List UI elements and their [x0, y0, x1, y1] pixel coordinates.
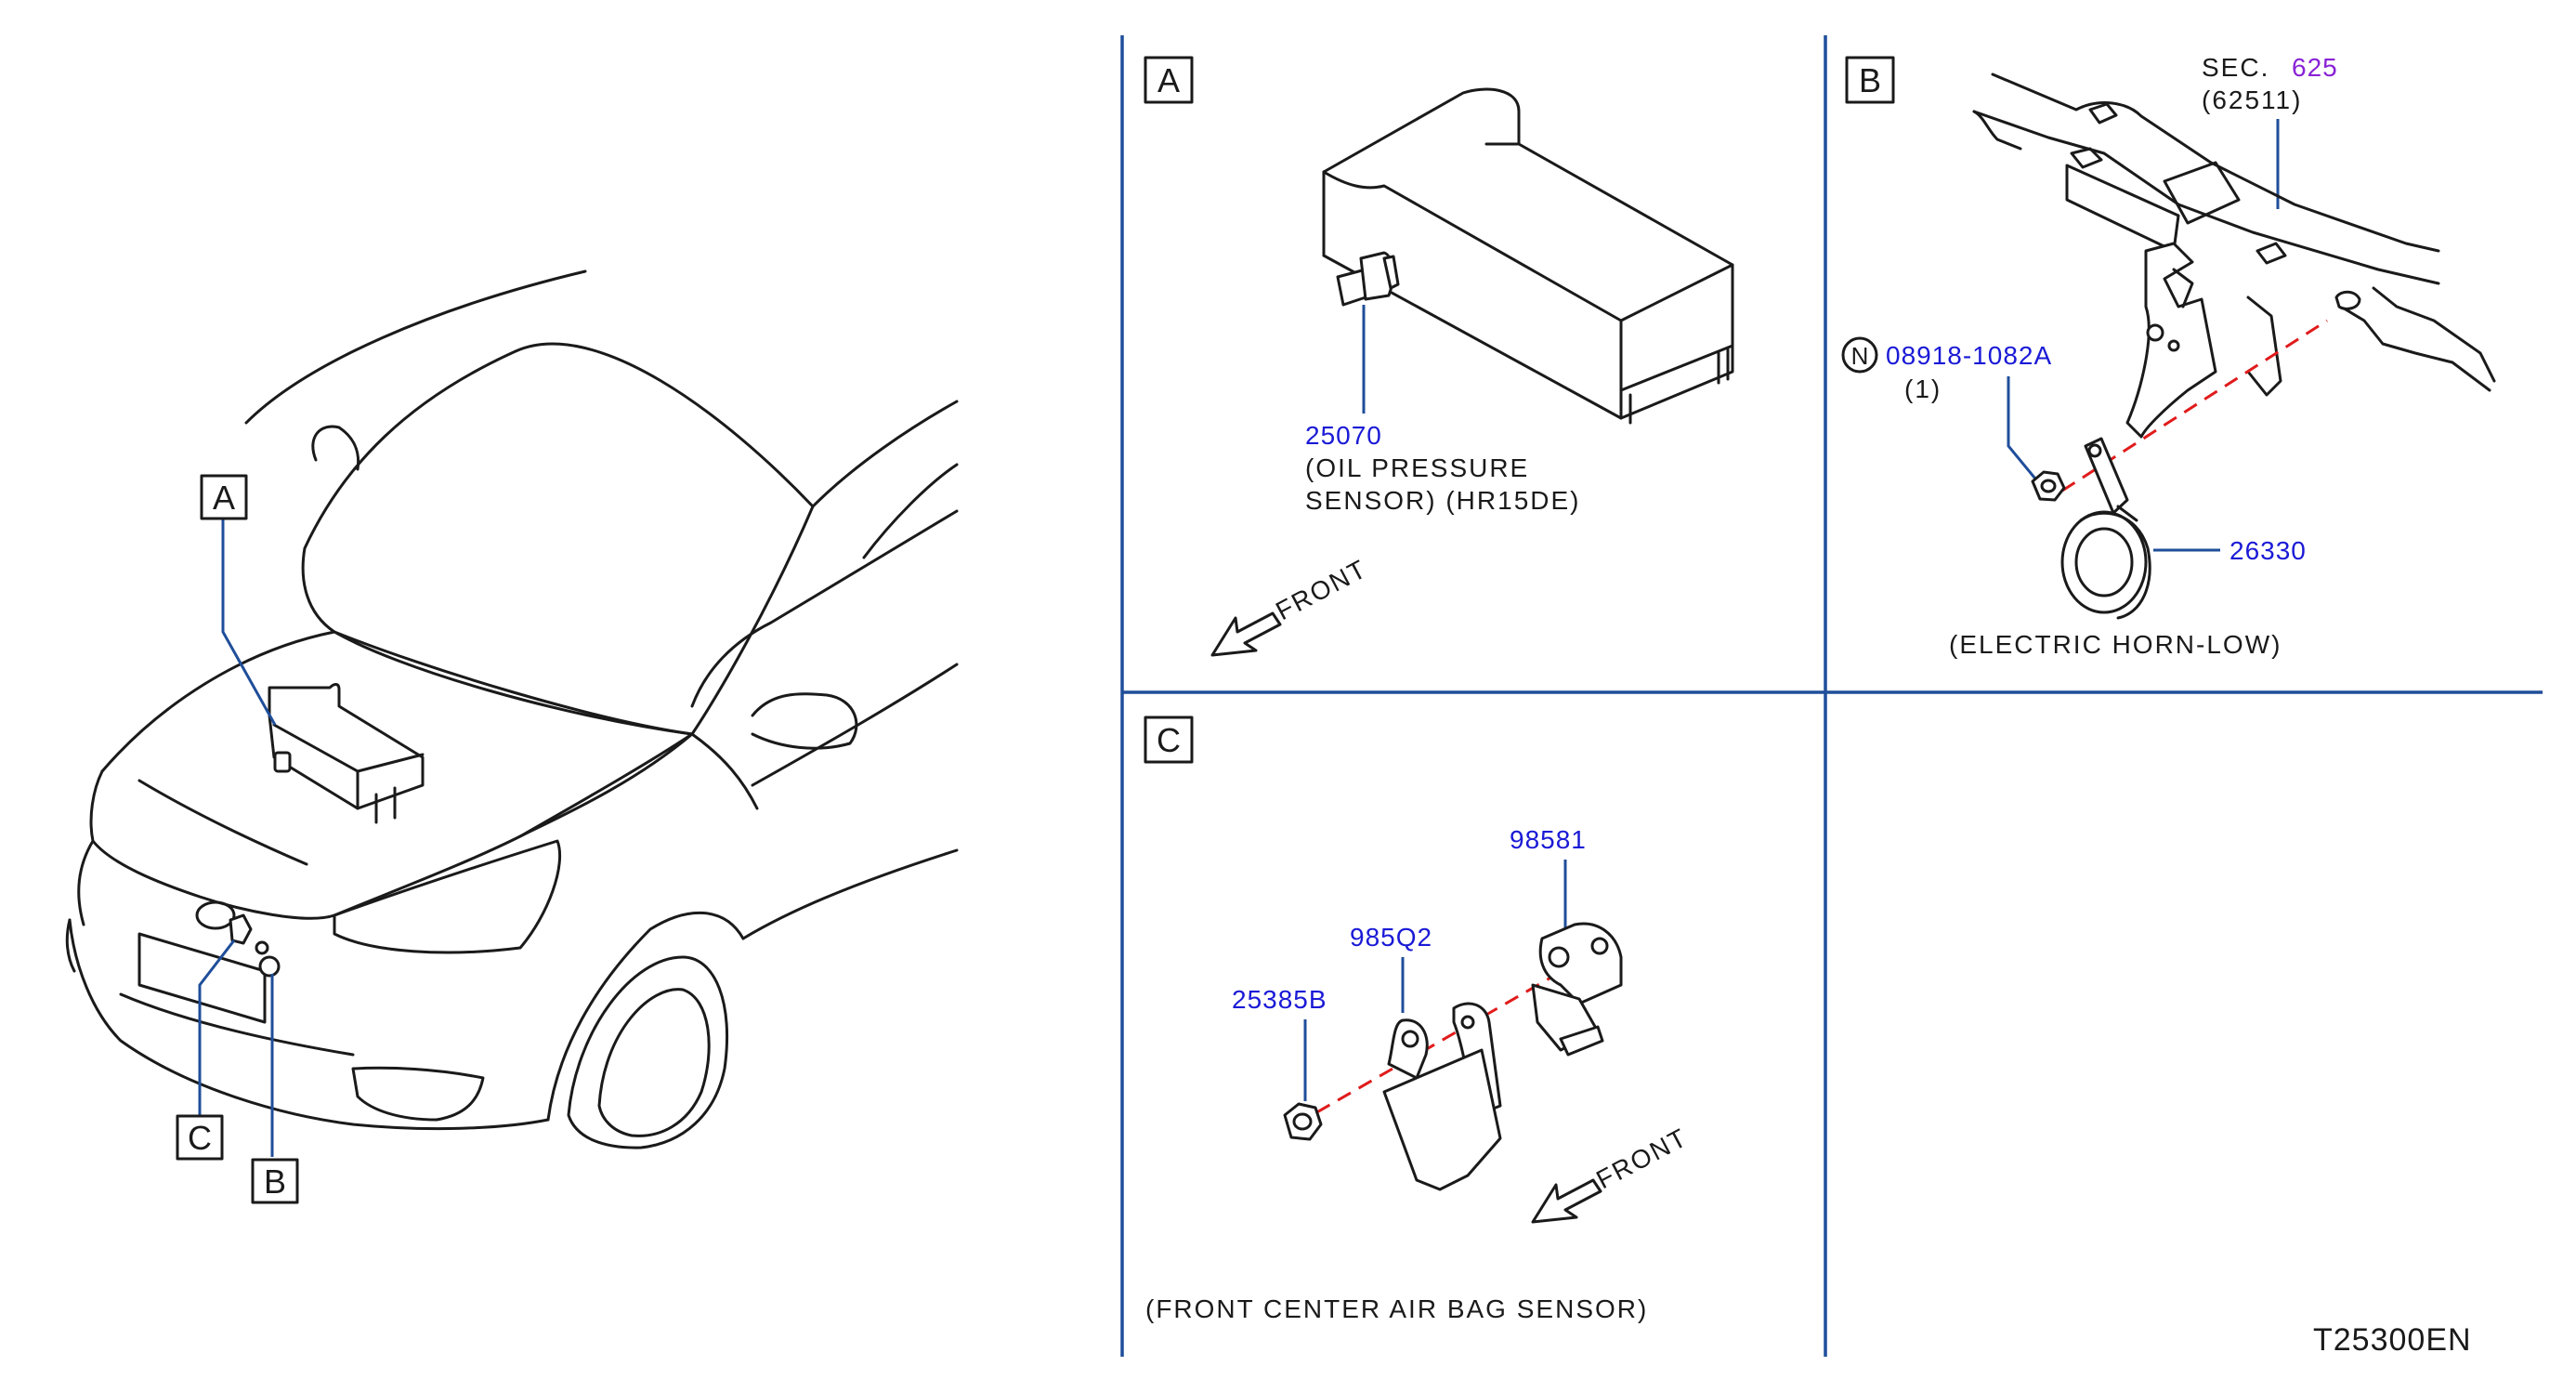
hex-nut-b	[2031, 470, 2066, 502]
electric-horn-caption: (ELECTRIC HORN-LOW)	[1949, 630, 2282, 659]
panel-b-label: B	[1859, 61, 1881, 99]
part-number-98581: 98581	[1510, 825, 1587, 854]
callout-box-b: B	[251, 1158, 299, 1204]
hex-nut-c	[1283, 1102, 1323, 1141]
oil-pressure-sensor-desc-2: SENSOR) (HR15DE)	[1305, 486, 1580, 515]
n-badge-icon: N	[1841, 336, 1878, 374]
front-label-c: FRONT	[1591, 1123, 1693, 1194]
panel-c-label: C	[1157, 721, 1181, 759]
callout-label-a: A	[213, 479, 235, 517]
panel-b: B SEC. 625 (62511)	[1841, 53, 2496, 659]
sensor-bracket-illustration	[1382, 1002, 1502, 1191]
front-label-a: FRONT	[1271, 554, 1372, 625]
car-overview-illustration	[65, 269, 959, 1149]
air-bag-sensor-illustration	[1531, 922, 1623, 1057]
section-number: 625	[2292, 53, 2338, 82]
part-number-25385B: 25385B	[1232, 985, 1327, 1014]
callout-box-c: C	[176, 1114, 224, 1161]
panel-a-label: A	[1157, 61, 1180, 99]
oil-pressure-sensor	[1336, 251, 1400, 307]
front-arrow-icon-c	[1531, 1178, 1602, 1224]
section-label: SEC.	[2202, 53, 2269, 82]
callout-box-a: A	[200, 474, 248, 520]
air-bag-sensor-caption: (FRONT CENTER AIR BAG SENSOR)	[1145, 1294, 1648, 1323]
callout-label-b: B	[264, 1162, 286, 1201]
engine-block-illustration	[1322, 87, 1734, 425]
oil-pressure-sensor-desc-1: (OIL PRESSURE	[1305, 453, 1529, 482]
part-number-08918-1082A: 08918-1082A	[1886, 341, 2052, 370]
part-number-25070: 25070	[1305, 421, 1382, 450]
diagram-id: T25300EN	[2313, 1322, 2472, 1358]
panel-dividers	[1120, 35, 2543, 1357]
electric-horn-illustration	[2060, 437, 2151, 620]
panel-a: A 25070 (OIL PRESSURE SENSOR) (HR15DE)	[1144, 56, 1734, 657]
n-badge-letter: N	[1851, 342, 1869, 370]
overview-leaders	[198, 519, 277, 1157]
radiator-core-support-illustration	[1972, 72, 2496, 439]
nut-quantity: (1)	[1904, 374, 1942, 403]
part-number-985Q2: 985Q2	[1350, 923, 1432, 952]
section-sub-number: (62511)	[2202, 85, 2302, 114]
part-number-26330: 26330	[2229, 536, 2307, 565]
callout-label-c: C	[188, 1119, 212, 1157]
front-arrow-icon	[1210, 611, 1282, 657]
panel-c: C 98581 985Q2 25385B	[1144, 716, 1693, 1323]
